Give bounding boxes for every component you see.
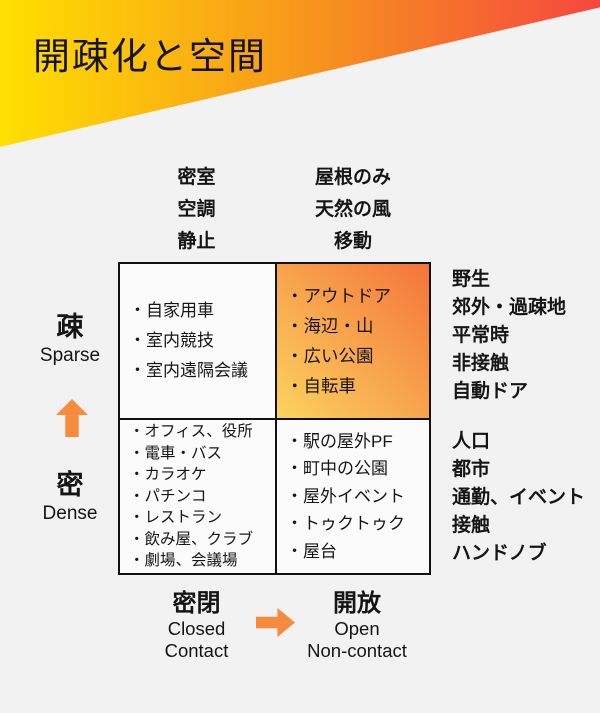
annotation-line: 通勤、イベント (452, 487, 586, 508)
axis-line: 密室 (177, 167, 216, 188)
y-axis-dense-label: 密 Dense (20, 470, 120, 528)
annotation-top-right: 野生郊外・過疎地平常時非接触自動ドア (452, 266, 566, 406)
quadrant-item: ・駅の屋外PF (286, 431, 393, 451)
quadrant-item: ・飲み屋、クラブ (129, 530, 254, 548)
annotation-line: 野生 (452, 269, 491, 290)
axis-line: 空調 (177, 199, 216, 220)
quadrant-top-right: ・アウトドア・海辺・山・広い公園・自転車 (277, 264, 429, 420)
axis-line: 静止 (177, 231, 216, 252)
annotation-line: 非接触 (452, 353, 510, 374)
axis-en-line: Closed (167, 618, 226, 639)
annotation-line: 郊外・過疎地 (452, 297, 567, 318)
axis-line: 移動 (333, 231, 372, 252)
quadrant-item: ・自家用車 (129, 301, 214, 320)
sparse-kanji: 疎 (56, 312, 84, 342)
quadrant-item: ・海辺・山 (286, 316, 374, 336)
quadrant-item: ・電車・バス (129, 444, 223, 462)
quadrant-bottom-right: ・駅の屋外PF ・町中の公園・屋外イベント・トゥクトゥク・屋台 (277, 420, 429, 573)
annotation-line: 人口 (452, 431, 491, 452)
quadrant-item: ・カラオケ (129, 466, 207, 484)
annotation-line: 平常時 (452, 325, 510, 346)
quadrant-item: ・屋台 (286, 541, 337, 561)
axis-en-line: Non-contact (307, 640, 407, 661)
quadrant-item: ・屋外イベント (286, 486, 405, 506)
quadrant-item: ・パチンコ (129, 487, 207, 505)
axis-en-line: Contact (164, 640, 229, 661)
closed-kanji: 密閉 (172, 590, 221, 617)
dense-kanji: 密 (56, 470, 84, 500)
quadrant-item: ・トゥクトゥク (286, 514, 405, 534)
quadrant-matrix: ・自家用車・室内競技・室内遠隔会議 ・アウトドア・海辺・山・広い公園・自転車 ・… (118, 262, 431, 575)
quadrant-item: ・レストラン (129, 509, 223, 527)
annotation-line: 接触 (452, 515, 491, 536)
dense-en: Dense (42, 503, 98, 524)
sparse-en: Sparse (39, 345, 101, 366)
quadrant-item: ・劇場、会議場 (129, 552, 238, 570)
quadrant-item: ・オフィス、役所 (129, 423, 253, 441)
axis-line: 屋根のみ (314, 167, 391, 188)
quadrant-bottom-left: ・オフィス、役所・電車・バス・カラオケ・パチンコ・レストラン・飲み屋、クラブ・劇… (120, 420, 277, 573)
quadrant-item: ・町中の公園 (286, 459, 388, 479)
annotation-bottom-right: 人口都市通勤、イベント接触ハンドノブ (452, 428, 585, 568)
page-title: 開疎化と空間 (33, 37, 267, 78)
quadrant-item: ・室内競技 (129, 331, 214, 350)
arrow-up-icon (56, 399, 88, 437)
axis-en-line: Open (334, 618, 380, 639)
open-kanji: 開放 (333, 590, 381, 617)
annotation-line: 都市 (452, 459, 491, 480)
top-axis-right-labels: 屋根のみ天然の風移動 (275, 162, 431, 258)
quadrant-top-left: ・自家用車・室内競技・室内遠隔会議 (120, 264, 277, 420)
y-axis-sparse-label: 疎 Sparse (20, 312, 120, 370)
quadrant-item: ・自転車 (286, 376, 356, 396)
quadrant-item: ・広い公園 (286, 346, 374, 366)
axis-line: 天然の風 (314, 199, 391, 220)
annotation-line: ハンドノブ (452, 543, 547, 564)
quadrant-item: ・室内遠隔会議 (129, 361, 248, 380)
quadrant-item: ・アウトドア (286, 286, 391, 306)
annotation-line: 自動ドア (452, 381, 529, 402)
top-axis-left-labels: 密室空調静止 (118, 162, 275, 258)
